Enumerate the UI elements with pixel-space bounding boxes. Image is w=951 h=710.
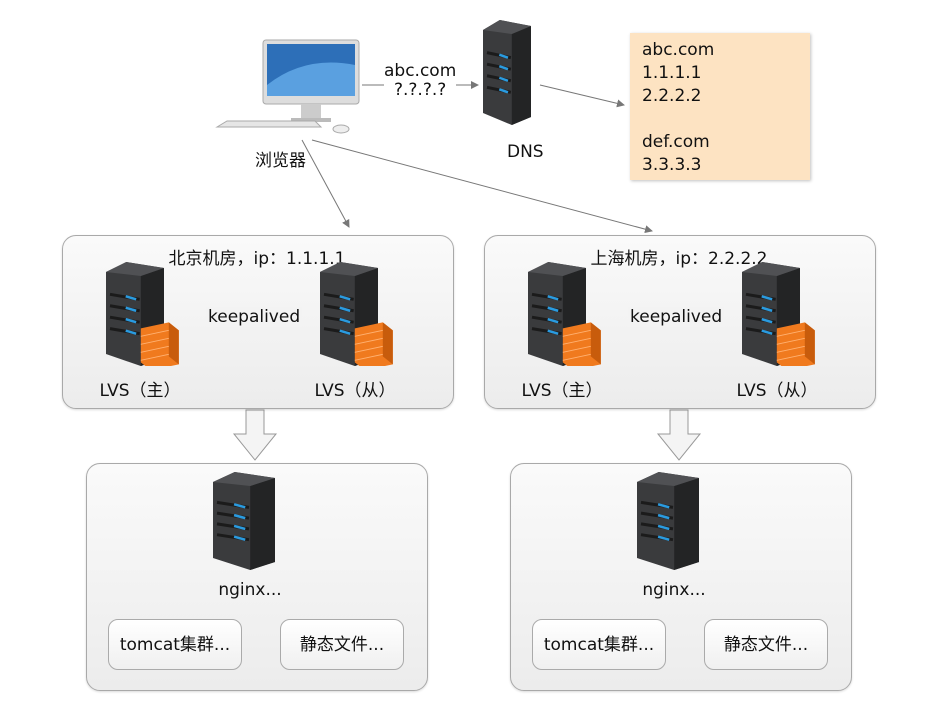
- nginx-server-icon: [637, 472, 729, 574]
- firewall-icon: [354, 322, 393, 371]
- record-line: 2.2.2.2: [642, 86, 702, 106]
- dns-label: DNS: [507, 142, 544, 162]
- record-line: def.com: [642, 132, 710, 152]
- browser-label: 浏览器: [255, 151, 306, 171]
- nginx-label: nginx...: [218, 580, 282, 600]
- firewall-icon: [140, 322, 179, 371]
- query-domain: abc.com: [384, 61, 457, 81]
- query-ip: ?.?.?.?: [393, 80, 447, 100]
- dns-records-note: abc.com 1.1.1.1 2.2.2.2 def.com 3.3.3.3: [630, 33, 810, 180]
- tomcat-cluster-node: tomcat集群...: [532, 619, 666, 670]
- firewall-icon: [776, 322, 815, 371]
- lvs-master-label: LVS（主）: [521, 381, 603, 401]
- firewall-icon: [562, 322, 601, 371]
- record-line: 1.1.1.1: [642, 63, 702, 83]
- hollow-down-arrow: [232, 409, 702, 461]
- nginx-label: nginx...: [642, 580, 706, 600]
- record-spacer: [642, 108, 798, 131]
- lvs-master-server-icon: [106, 262, 194, 371]
- static-files-node: 静态文件...: [704, 619, 828, 670]
- lvs-master-server-icon: [528, 262, 616, 371]
- keepalived-label: keepalived: [206, 307, 303, 327]
- lvs-master-label: LVS（主）: [99, 381, 181, 401]
- tomcat-cluster-node: tomcat集群...: [108, 619, 242, 670]
- record-line: abc.com: [642, 40, 715, 60]
- record-line: 3.3.3.3: [642, 155, 702, 175]
- dns-query-label: abc.com?.?.?.?: [384, 61, 457, 100]
- computer-icon: [215, 39, 360, 134]
- lvs-slave-label: LVS（从）: [736, 381, 818, 401]
- dns-server-icon: [483, 20, 561, 129]
- nginx-server-icon: [213, 472, 305, 574]
- datacenter-title: 上海机房，ip：2.2.2.2: [590, 249, 768, 269]
- lvs-slave-server-icon: [320, 262, 408, 371]
- lvs-slave-label: LVS（从）: [314, 381, 396, 401]
- keepalived-label: keepalived: [628, 307, 725, 327]
- lvs-slave-server-icon: [742, 262, 830, 371]
- static-files-node: 静态文件...: [280, 619, 404, 670]
- datacenter-title: 北京机房，ip：1.1.1.1: [168, 249, 346, 269]
